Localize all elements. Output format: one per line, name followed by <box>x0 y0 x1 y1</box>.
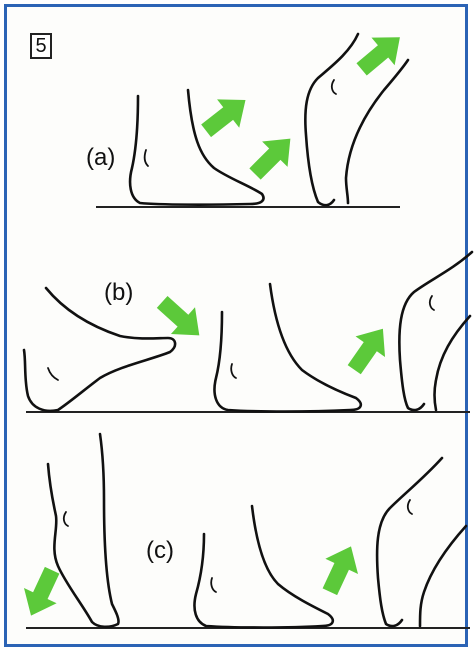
foot-outline-c2 <box>194 506 332 628</box>
up-right-arrow-a1 <box>195 86 257 145</box>
up-right-arrow-a3 <box>350 23 411 83</box>
foot-outline-c1 <box>48 434 119 627</box>
down-right-arrow-b1 <box>150 289 211 349</box>
up-right-arrow-c2 <box>314 539 368 600</box>
foot-outline-b2 <box>215 284 361 412</box>
foot-outline-c3 <box>377 458 466 626</box>
foot-outline-b3 <box>399 252 472 410</box>
up-right-arrow-b2 <box>339 318 397 380</box>
up-right-arrow-a2 <box>242 126 303 187</box>
foot-outline-b1 <box>24 288 175 411</box>
